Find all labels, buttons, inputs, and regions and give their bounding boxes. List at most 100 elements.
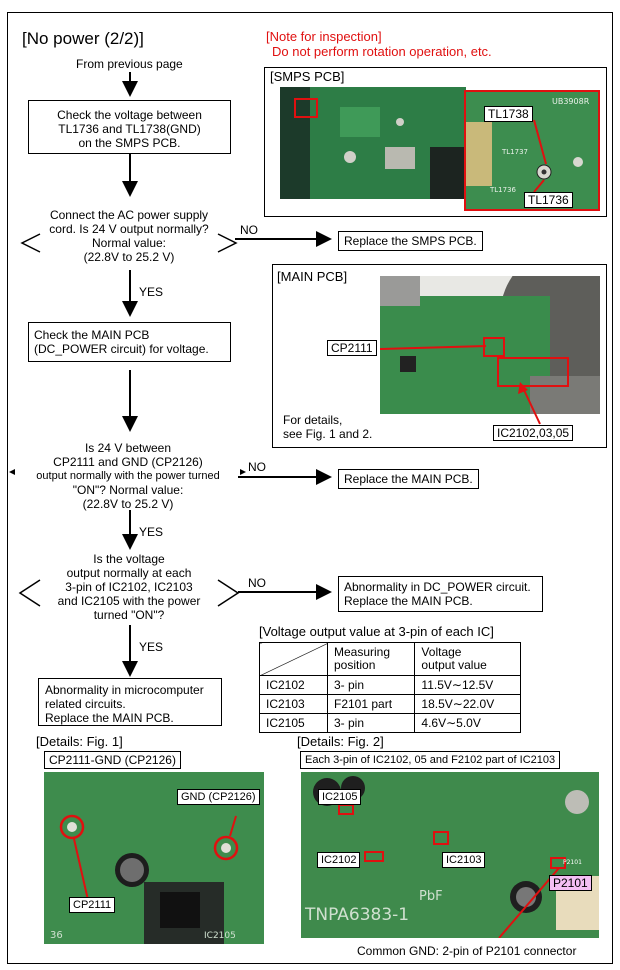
decision-line: Is 24 V between: [84, 441, 172, 455]
main-details-note: see Fig. 1 and 2.: [283, 427, 373, 441]
label-cp2111: CP2111: [327, 340, 377, 356]
main-pcb-panel: [272, 264, 607, 448]
label-p2101: P2101: [549, 875, 592, 891]
result-line: Abnormality in microcomputer: [45, 683, 204, 697]
table-header-line: Measuring: [334, 645, 391, 659]
table-cell: IC2102: [259, 675, 328, 695]
step-check-main-line: Check the MAIN PCB: [34, 328, 150, 342]
yes-label: YES: [139, 640, 164, 654]
result-microcomputer: Abnormality in microcomputer related cir…: [38, 678, 222, 726]
from-previous-page: From previous page: [76, 57, 183, 71]
photo-text: PbF: [419, 889, 443, 904]
table-cell: IC2103: [259, 694, 328, 714]
decision-line: (22.8V to 25.2 V): [82, 497, 174, 511]
decision-24v: Is 24 V between CP2111 and GND (CP2126) …: [15, 441, 241, 511]
inspection-note-text: Do not perform rotation operation, etc.: [272, 44, 492, 59]
smps-photo: [280, 87, 466, 199]
label-ic2102: IC2102: [317, 852, 361, 868]
photo-text: P2101: [563, 859, 582, 866]
fig2-title: [Details: Fig. 2]: [297, 734, 384, 749]
decision-ac-power: Connect the AC power supply cord. Is 24 …: [40, 208, 218, 264]
result-replace-smps: Replace the SMPS PCB.: [338, 231, 483, 251]
step-check-smps-line: Check the voltage between: [57, 108, 202, 122]
photo-text: IC2105: [204, 931, 236, 941]
step-check-smps-line: on the SMPS PCB.: [78, 136, 181, 150]
label-tl1736: TL1736: [524, 192, 573, 208]
step-check-main-line: (DC_POWER circuit) for voltage.: [34, 342, 209, 356]
fig1-subtitle: CP2111-GND (CP2126): [44, 751, 181, 769]
volt-table-caption: [Voltage output value at 3-pin of each I…: [259, 624, 494, 639]
decision-line: output normally at each: [66, 566, 192, 580]
smps-panel: [264, 67, 607, 217]
photo-text: TL1736: [489, 186, 517, 194]
table-header-row: Measuring position Voltage output value: [259, 642, 521, 676]
decision-line: Connect the AC power supply: [49, 208, 209, 222]
smps-title: [SMPS PCB]: [270, 69, 345, 84]
table-cell: 3- pin: [326, 675, 416, 695]
page-frame: [7, 12, 613, 964]
step-check-smps: Check the voltage between TL1736 and TL1…: [28, 100, 231, 154]
fig2-subtitle: Each 3-pin of IC2102, 05 and F2102 part …: [300, 751, 561, 769]
result-line: Abnormality in DC_POWER circuit.: [344, 580, 531, 594]
step-check-smps-line: TL1736 and TL1738(GND): [58, 122, 201, 136]
decision-line: cord. Is 24 V output normally?: [49, 222, 209, 236]
inspection-note-title: [Note for inspection]: [266, 29, 382, 44]
decision-line: Is the voltage: [93, 552, 165, 566]
decision-line: CP2111 and GND (CP2126): [53, 455, 203, 469]
label-tl1738: TL1738: [484, 106, 533, 122]
main-pcb-title: [MAIN PCB]: [277, 269, 348, 284]
table-header: Measuring position: [326, 642, 416, 676]
table-header-line: output value: [421, 658, 487, 672]
decision-line: Normal value:: [91, 236, 167, 250]
result-line: related circuits.: [45, 697, 126, 711]
table-row: IC2103 F2101 part 18.5V∼22.0V: [259, 694, 521, 714]
no-label: NO: [248, 576, 266, 590]
fig1-title: [Details: Fig. 1]: [36, 734, 123, 749]
step-check-main: Check the MAIN PCB (DC_POWER circuit) fo…: [28, 322, 231, 362]
yes-label: YES: [139, 285, 164, 299]
label-cp2111-fig1: CP2111: [69, 897, 116, 913]
table-row: IC2102 3- pin 11.5V∼12.5V: [259, 675, 521, 695]
photo-text: UB3908R: [552, 97, 590, 106]
decision-ic-voltage: Is the voltage output normally at each 3…: [40, 552, 218, 622]
result-replace-main: Replace the MAIN PCB.: [338, 469, 479, 489]
decision-line: turned "ON"?: [93, 608, 165, 622]
result-line: Replace the MAIN PCB.: [45, 711, 174, 725]
table-cell: 3- pin: [326, 713, 416, 733]
result-line: Replace the MAIN PCB.: [344, 594, 473, 608]
table-header: Voltage output value: [414, 642, 521, 676]
result-dc-power: Abnormality in DC_POWER circuit. Replace…: [338, 576, 543, 612]
decision-line: "ON"? Normal value:: [72, 483, 184, 497]
no-label: NO: [248, 460, 266, 474]
label-ic2105: IC2105: [318, 789, 362, 805]
no-label: NO: [240, 223, 258, 237]
table-cell: 11.5V∼12.5V: [414, 675, 521, 695]
decision-line: (22.8V to 25.2 V): [83, 250, 175, 264]
page-title: [No power (2/2)]: [22, 29, 144, 48]
yes-label: YES: [139, 525, 164, 539]
photo-text: TL1737: [501, 148, 528, 156]
table-cell: F2101 part: [326, 694, 416, 714]
photo-text: TNPA6383-1: [304, 905, 409, 925]
table-cell: 18.5V∼22.0V: [414, 694, 521, 714]
photo-text: 36: [50, 930, 63, 941]
voltage-table: Measuring position Voltage output value …: [259, 642, 521, 733]
label-ic2102-03-05: IC2102,03,05: [493, 425, 574, 441]
table-header-line: position: [334, 658, 376, 672]
table-header-line: Voltage: [421, 645, 462, 659]
table-cell: 4.6V∼5.0V: [414, 713, 521, 733]
table-diagonal-cell: [259, 642, 328, 676]
table-cell: IC2105: [259, 713, 328, 733]
label-gnd-cp2126: GND (CP2126): [177, 789, 260, 805]
table-row: IC2105 3- pin 4.6V∼5.0V: [259, 713, 521, 733]
main-pcb-photo: [380, 276, 600, 414]
main-details-note: For details,: [283, 413, 343, 427]
decision-line: and IC2105 with the power: [57, 594, 201, 608]
fig2-footer: Common GND: 2-pin of P2101 connector: [357, 944, 577, 958]
smps-photo-art: [280, 87, 466, 199]
decision-line: 3-pin of IC2102, IC2103: [65, 580, 193, 594]
label-ic2103: IC2103: [442, 852, 486, 868]
main-pcb-art: [380, 276, 600, 414]
